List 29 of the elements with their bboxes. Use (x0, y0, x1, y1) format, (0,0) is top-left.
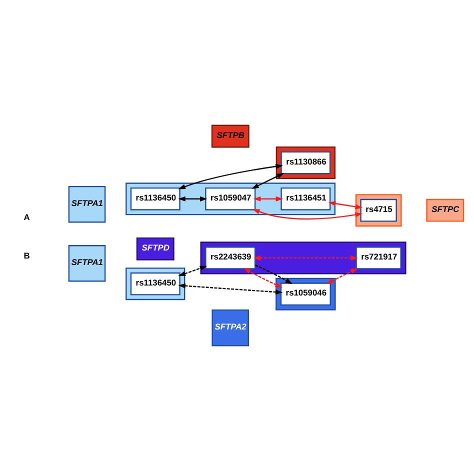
node-box: rs1130866 (280, 151, 331, 174)
arrow (244, 268, 282, 288)
arrow (326, 268, 358, 284)
arrow (253, 255, 358, 260)
node-box: rs1059047 (205, 187, 256, 210)
label: A (24, 212, 30, 222)
node-box: SFTPD (136, 237, 174, 260)
node-box: SFTPA1 (68, 244, 106, 282)
arrow (254, 264, 293, 284)
node-box: rs2243639 (205, 246, 256, 270)
node-box: SFTPA1 (68, 186, 106, 223)
node-box: rs721917 (356, 246, 402, 270)
arrow (178, 196, 208, 202)
arrow (328, 201, 363, 210)
arrow (253, 196, 284, 202)
node-box: rs1059046 (280, 282, 331, 306)
arrow (252, 209, 362, 220)
node-box: SFTPB (211, 124, 250, 148)
arrow (178, 164, 283, 190)
arrow (178, 266, 208, 276)
arrow (252, 172, 284, 189)
node-box: SFTPC (426, 198, 464, 222)
node-box: SFTPA2 (212, 309, 250, 346)
node-box: rs4715 (360, 198, 397, 222)
arrow (178, 283, 283, 295)
node-box: rs1136450 (130, 272, 180, 296)
node-box: rs1136450 (130, 187, 180, 210)
label: B (24, 250, 30, 260)
node-box: rs1136451 (280, 187, 331, 210)
